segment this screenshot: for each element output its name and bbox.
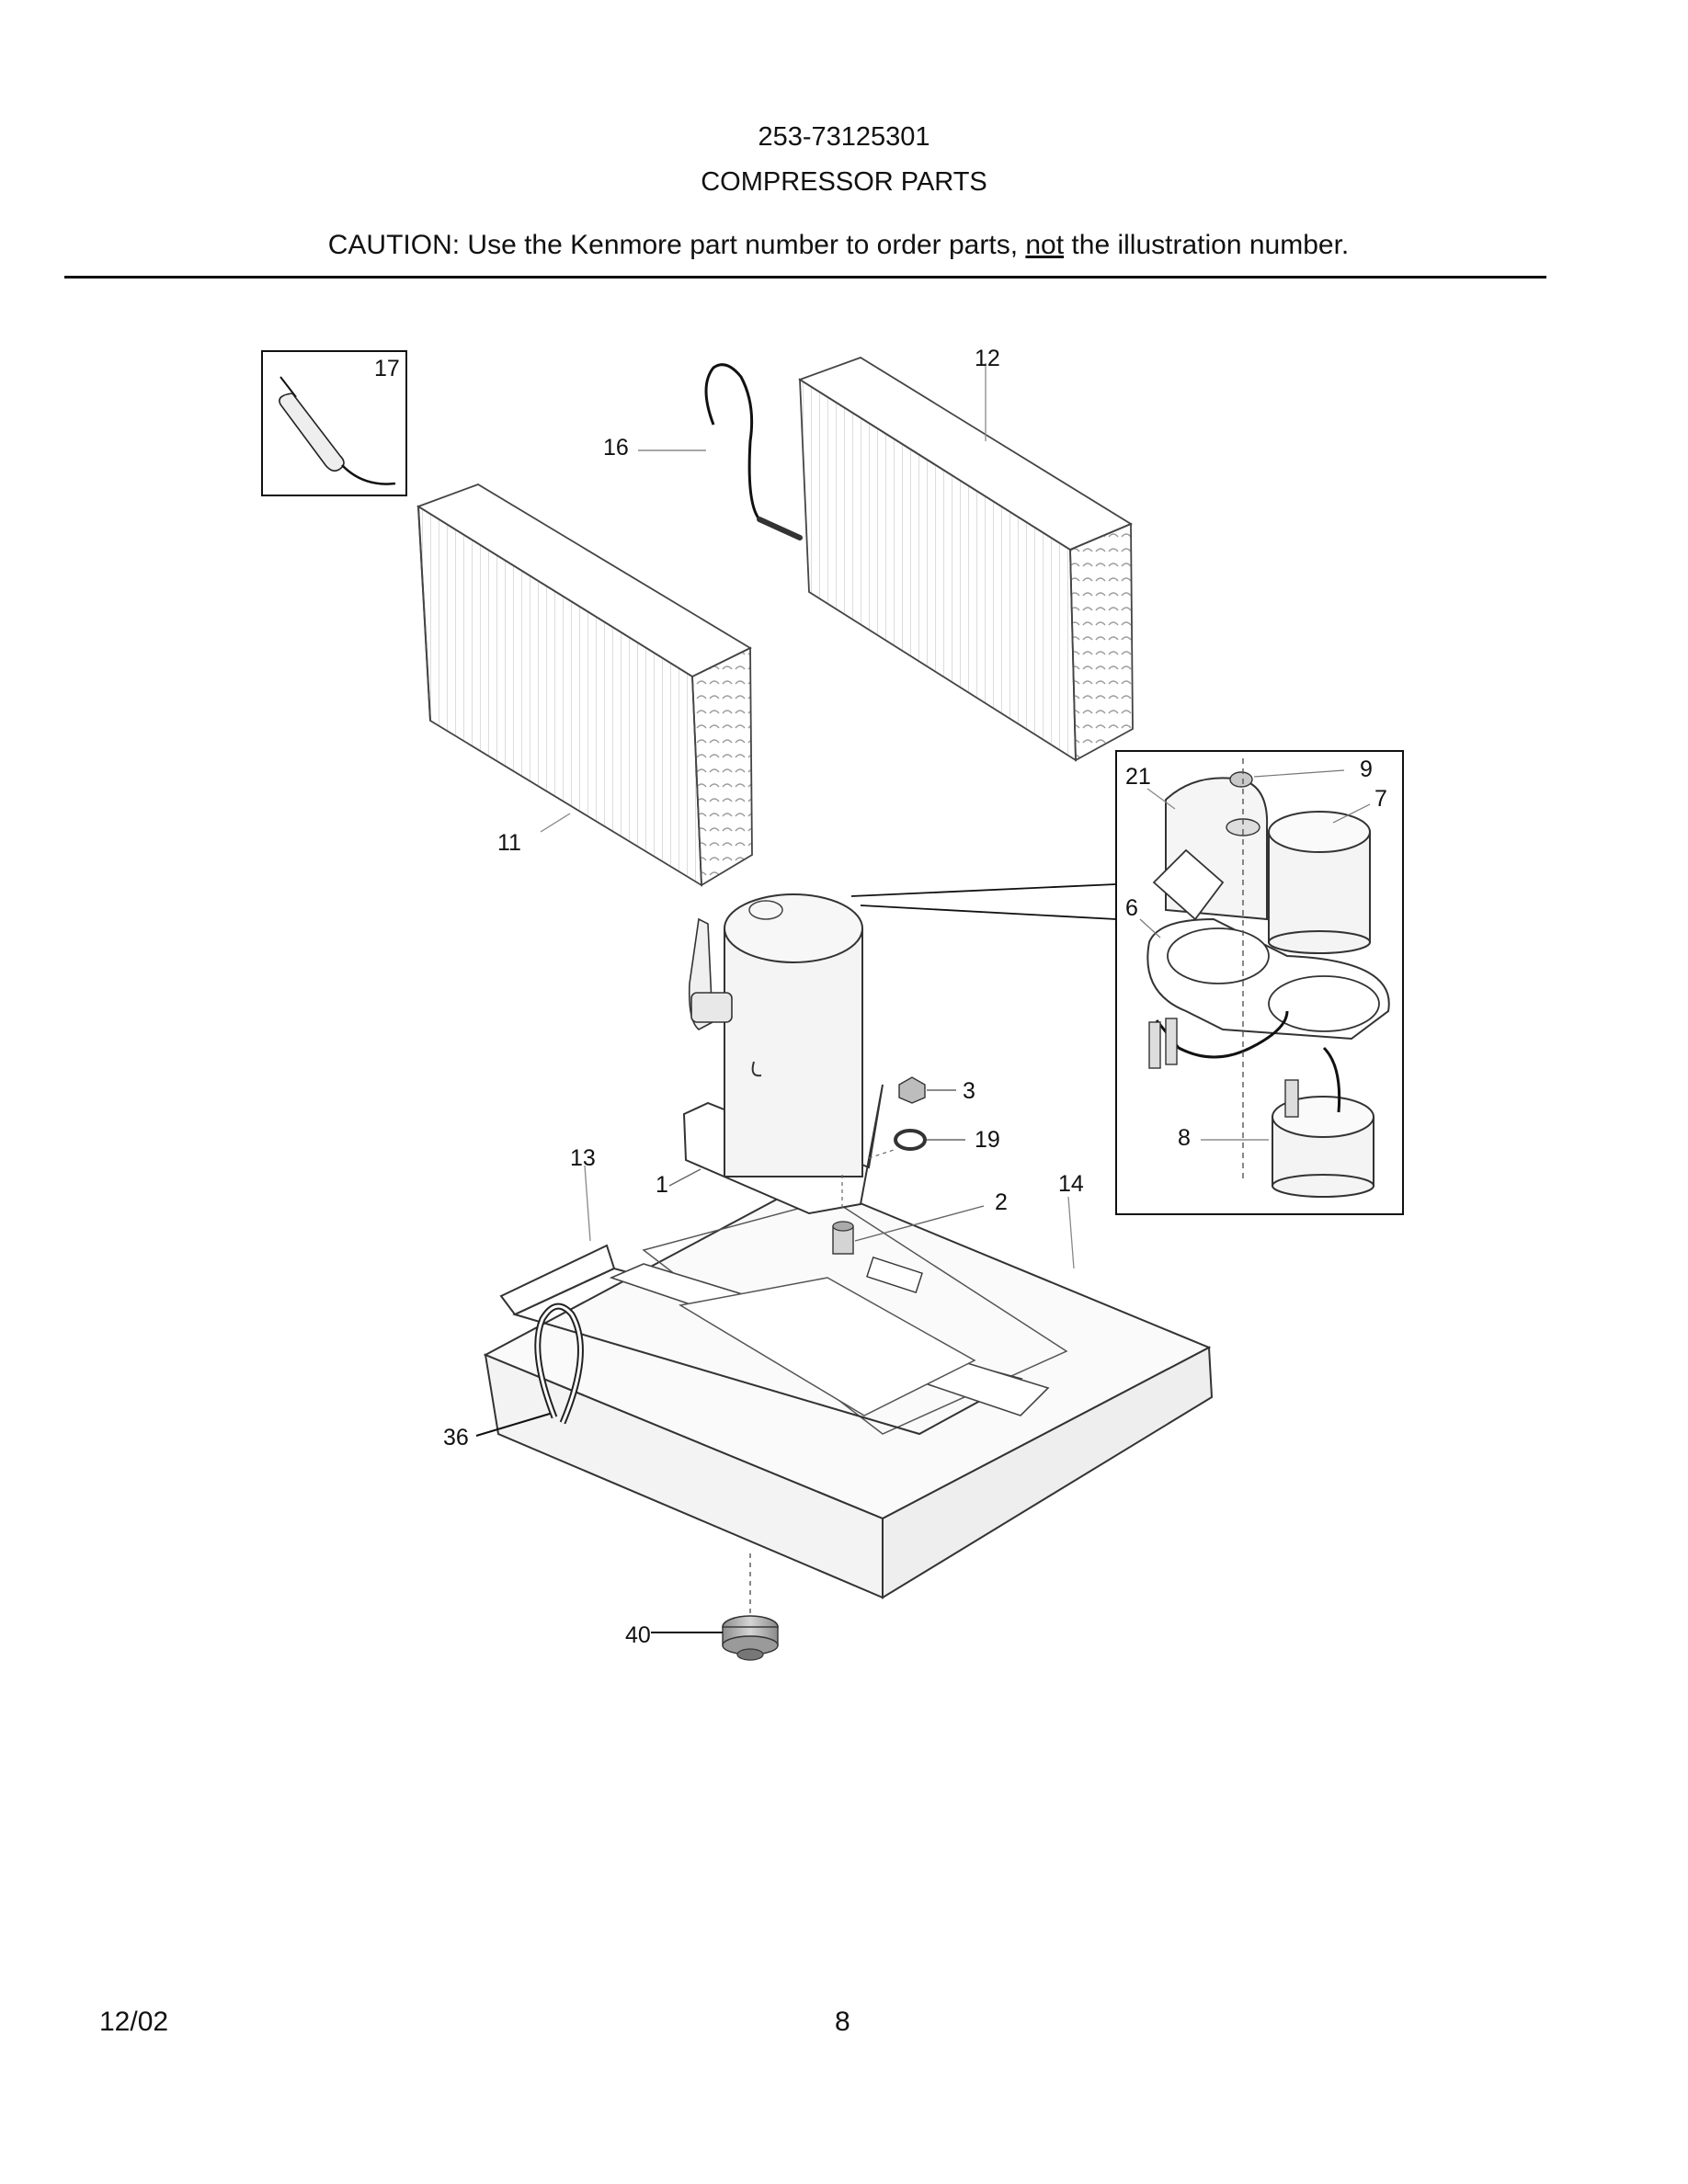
part-13-rails (499, 1244, 1050, 1436)
callout-3: 3 (963, 1078, 975, 1104)
part-40-drain-plug (651, 1553, 779, 1661)
caution-text-end: the illustration number. (1064, 230, 1350, 260)
leader-lines (540, 363, 1176, 1269)
part-11-condenser-coil (416, 483, 753, 887)
callout-6: 6 (1125, 895, 1138, 921)
callout-13: 13 (570, 1145, 596, 1171)
callout-11: 11 (497, 830, 521, 856)
callout-12: 12 (975, 346, 1000, 371)
model-number: 253-73125301 (758, 122, 930, 152)
part-17-drier (261, 350, 407, 496)
callout-21: 21 (1125, 764, 1151, 790)
part-9-screw (1229, 769, 1345, 788)
part-16-thermistor (638, 363, 803, 540)
part-2-grommet (832, 1205, 985, 1293)
electrical-parts-inset (850, 750, 1404, 1215)
callout-36: 36 (443, 1425, 469, 1450)
part-8-overload (1148, 1010, 1374, 1198)
part-3-nut (898, 1076, 956, 1104)
footer-page-number: 8 (835, 2007, 850, 2037)
callout-1: 1 (656, 1172, 668, 1198)
part-36-hold-down-strap (475, 1302, 584, 1437)
part-7-cylinder (1268, 803, 1371, 954)
header-rule (64, 276, 1546, 279)
part-21-terminal-cover (1152, 777, 1269, 921)
footer-date: 12/02 (99, 2007, 169, 2037)
part-19-washer (894, 1129, 965, 1151)
caution-text-start: CAUTION: Use the Kenmore part number to … (327, 230, 1026, 260)
callout-7: 7 (1374, 786, 1387, 812)
callout-17: 17 (374, 356, 400, 381)
caution-note: CAUTION: Use the Kenmore part number to … (0, 230, 1682, 261)
caution-emphasis: not (1025, 230, 1065, 260)
callout-19: 19 (975, 1127, 1000, 1153)
callout-16: 16 (603, 435, 629, 461)
callout-2: 2 (995, 1189, 1008, 1215)
callout-14: 14 (1058, 1171, 1084, 1197)
part-12-evaporator-coil (797, 357, 1134, 762)
section-title: COMPRESSOR PARTS (701, 167, 987, 197)
callout-8: 8 (1178, 1125, 1191, 1151)
part-1-compressor (668, 893, 897, 1215)
callout-40: 40 (625, 1622, 651, 1648)
callout-9: 9 (1360, 756, 1373, 782)
